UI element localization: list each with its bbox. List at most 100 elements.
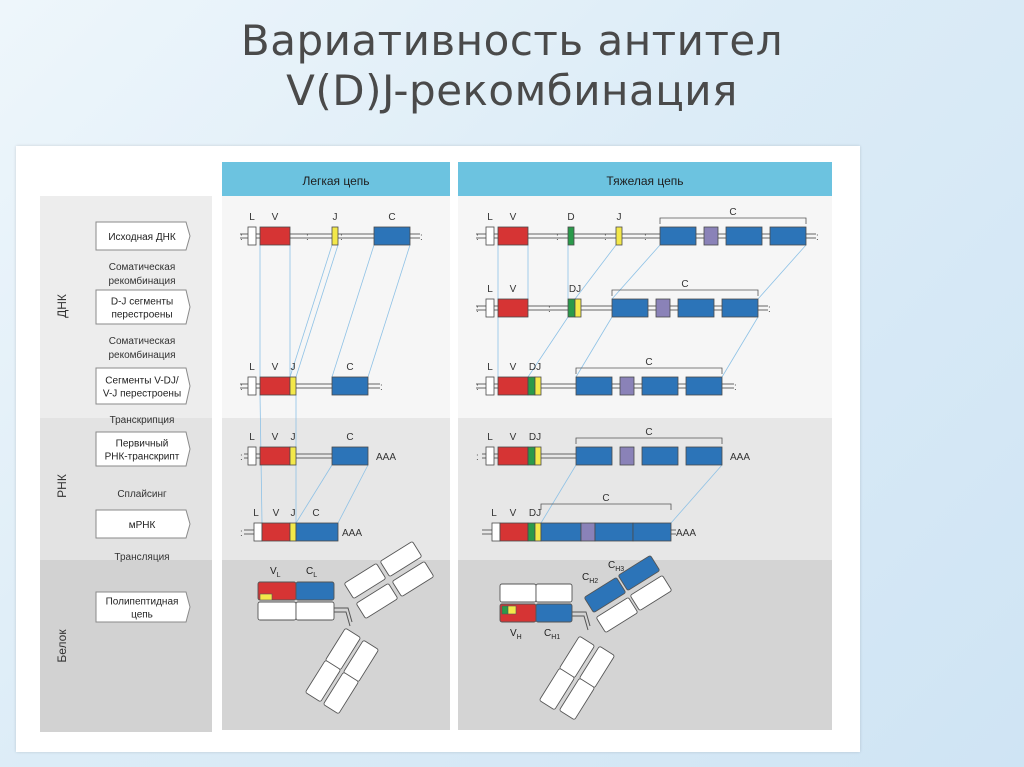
c-segment: [685, 446, 723, 466]
j-segment: [534, 522, 542, 542]
strand-break: :: [476, 232, 479, 243]
d-segment: [567, 226, 575, 246]
c-segment: [295, 522, 339, 542]
vh-domain: [257, 601, 297, 621]
fab-domain: [630, 575, 672, 611]
strand-break: :: [240, 528, 243, 539]
step-caption: Транскрипция: [110, 415, 175, 426]
strand-break: :: [380, 382, 383, 393]
d-segment: [567, 298, 576, 318]
level-label-protein: Белок: [55, 629, 69, 663]
v-segment: [261, 522, 291, 542]
guide-line: [574, 244, 617, 300]
step-label: V-J перестроены: [103, 389, 181, 400]
strand-break: :: [476, 382, 479, 393]
step-label: РНК-транскрипт: [105, 452, 180, 463]
poly-a-tail: AAA: [342, 528, 362, 539]
strand-break: :: [768, 304, 771, 315]
d-region: [501, 605, 509, 615]
j-region: [507, 605, 517, 615]
segment-label-j: J: [617, 212, 622, 223]
v-segment: [259, 226, 291, 246]
heavy-chain-header: [458, 162, 832, 196]
segment-label-l: L: [249, 212, 255, 223]
step-box: [95, 591, 191, 623]
domain-label: VL: [270, 566, 281, 579]
j-segment: [534, 376, 542, 396]
light-chain-title: Легкая цепь: [302, 174, 369, 188]
strand-break: :: [476, 304, 479, 315]
c-segment: [725, 226, 763, 246]
hinge-segment: [580, 522, 596, 542]
domain-label: CH2: [582, 572, 598, 585]
strand-break: :: [548, 304, 551, 315]
segment-label-l: L: [249, 362, 255, 373]
level-label-dna: ДНК: [55, 294, 69, 318]
d-segment: [527, 376, 536, 396]
protein-band-steps: [40, 560, 212, 732]
segment-label-c: C: [346, 432, 353, 443]
c-segment: [769, 226, 807, 246]
leader-segment: [485, 446, 495, 466]
segment-label-l: L: [491, 508, 497, 519]
strand-break: :: [240, 452, 243, 463]
domain-label: CH1: [544, 628, 560, 641]
step-box: [95, 367, 191, 405]
step-label: Первичный: [116, 439, 169, 450]
strand-break: :: [420, 232, 423, 243]
c-segment: [721, 298, 759, 318]
step-caption: Соматическая: [109, 336, 176, 347]
domain-label: VH: [510, 628, 522, 641]
vl-domain: [499, 583, 537, 603]
guide-line: [289, 244, 333, 378]
segment-label-l: L: [487, 284, 493, 295]
fc-domain: [559, 678, 595, 720]
step-label: Исходная ДНК: [108, 232, 176, 243]
guide-line: [575, 316, 613, 378]
strand-break: :: [604, 232, 607, 243]
leader-segment: [485, 376, 495, 396]
leader-segment: [491, 522, 501, 542]
step-box: [95, 289, 191, 325]
heavy-chain-title: Тяжелая цепь: [606, 174, 683, 188]
fc-domain: [323, 672, 359, 714]
strand-break: :: [306, 232, 309, 243]
v-segment: [497, 298, 529, 318]
c-segment: [575, 446, 613, 466]
segment-label-dj: DJ: [529, 508, 541, 519]
step-label: D-J сегменты: [111, 297, 173, 308]
v-segment: [497, 446, 529, 466]
segment-label-v: V: [510, 432, 517, 443]
guide-line: [540, 464, 577, 524]
c-segment: [611, 298, 649, 318]
j-segment: [289, 376, 297, 396]
segment-label-j: J: [291, 508, 296, 519]
c-bracket: [611, 289, 759, 296]
leader-segment: [485, 298, 495, 318]
c-bracket: [540, 503, 672, 510]
segment-label-v: V: [510, 212, 517, 223]
ch2-domain: [584, 577, 626, 613]
step-label: мРНК: [129, 520, 156, 531]
d-segment: [527, 522, 536, 542]
strand-break: :: [644, 232, 647, 243]
segment-label-d: D: [567, 212, 574, 223]
fab-domain: [380, 541, 422, 577]
hinge-segment: [619, 376, 635, 396]
strand-break: :: [556, 232, 559, 243]
leader-segment: [485, 226, 495, 246]
hinge-segment: [619, 446, 635, 466]
c-segment: [685, 376, 723, 396]
c-segment: [575, 376, 613, 396]
segment-label-c: C: [645, 427, 652, 438]
j-segment: [574, 298, 582, 318]
j-region: [259, 593, 273, 601]
j-segment: [289, 446, 297, 466]
c-segment: [331, 376, 369, 396]
segment-label-dj: DJ: [529, 362, 541, 373]
strand-break: :: [240, 382, 243, 393]
slide-title-line-1: Вариативность антител: [240, 16, 784, 65]
domain-label: CL: [306, 566, 317, 579]
ch1-domain: [295, 601, 335, 621]
c-segment: [540, 522, 582, 542]
